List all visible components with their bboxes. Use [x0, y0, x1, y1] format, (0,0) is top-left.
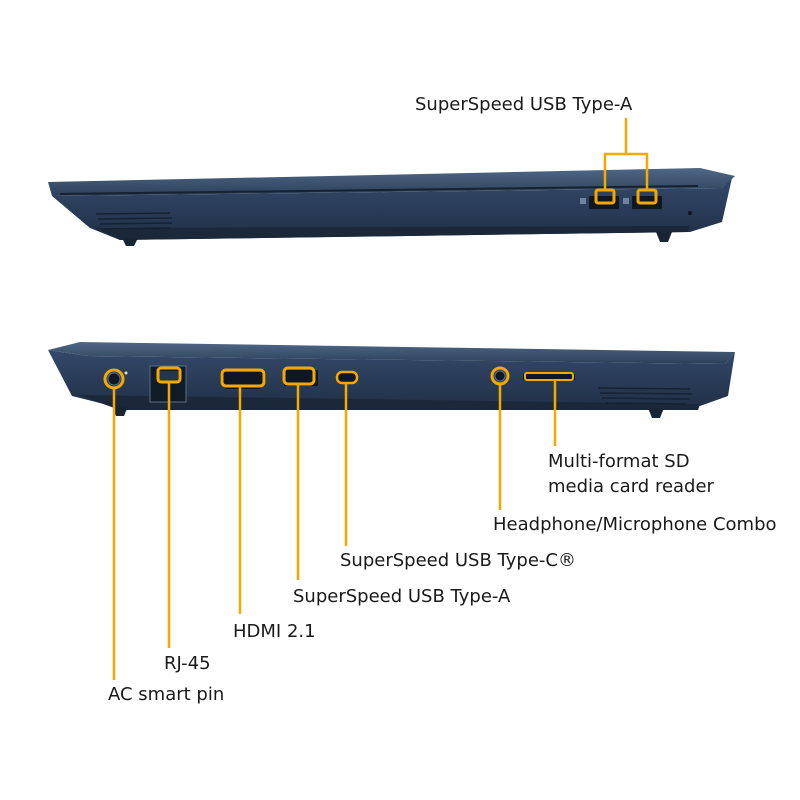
left-view-foot-right — [648, 408, 664, 418]
ac-smart-pin-port — [107, 372, 121, 386]
laptop-left-side-view — [48, 342, 735, 680]
rj45-label: RJ-45 — [164, 653, 211, 674]
right-usb-a-label: SuperSpeed USB Type-A — [415, 94, 633, 115]
right-view-vent — [95, 212, 173, 230]
ac-smart-pin-label: AC smart pin — [108, 684, 225, 705]
right-view-usb-icon-2 — [623, 198, 629, 204]
right-usb-bracket — [603, 118, 649, 190]
right-view-seam — [59, 185, 699, 195]
sd-card-slot — [523, 374, 575, 380]
sd-reader-label-line2: media card reader — [548, 476, 714, 497]
right-view-lock-slot — [688, 211, 692, 215]
left-view-bottom-edge — [78, 395, 700, 410]
right-view-lid — [48, 168, 735, 196]
right-view-bottom-edge — [95, 226, 690, 240]
ac-led — [124, 371, 128, 375]
usb-a-left-label: SuperSpeed USB Type-A — [293, 586, 511, 607]
left-view-lid — [48, 342, 735, 364]
right-view-usb-icon-1 — [580, 198, 586, 204]
headphone-jack-port — [494, 370, 506, 382]
left-view-base — [48, 350, 735, 410]
right-view-foot-right — [656, 232, 672, 242]
usb-a-port-left — [284, 370, 318, 386]
left-view-foot-left — [112, 406, 128, 416]
usb-c-label: SuperSpeed USB Type-C® — [340, 550, 576, 571]
headphone-combo-label: Headphone/Microphone Combo — [493, 514, 777, 535]
hdmi-highlight — [220, 368, 266, 388]
sd-highlight — [524, 372, 574, 381]
hdmi-label: HDMI 2.1 — [233, 621, 316, 642]
laptop-right-side-view — [48, 118, 735, 246]
left-view-vent — [597, 387, 693, 405]
rj45-latch — [158, 371, 178, 381]
right-view-base — [52, 178, 732, 240]
usb-c-port — [338, 373, 358, 382]
right-view-foot-left — [122, 238, 138, 246]
sd-reader-label-line1: Multi-format SD — [548, 451, 690, 472]
